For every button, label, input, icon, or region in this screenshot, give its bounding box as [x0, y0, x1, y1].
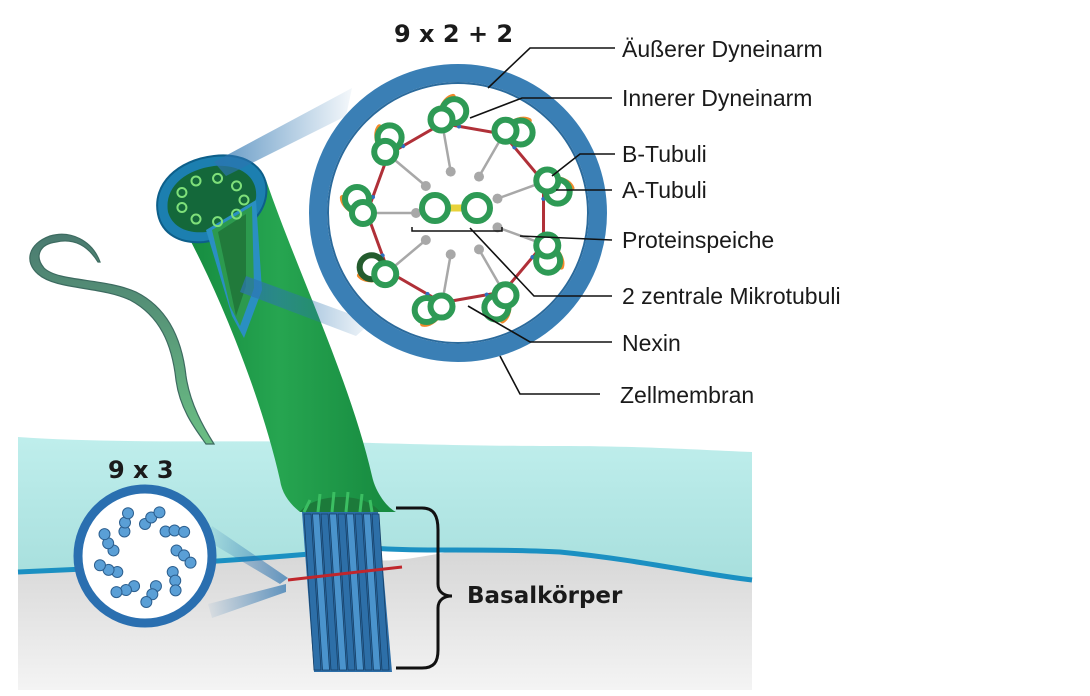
zoom-beam-bottom: [240, 276, 372, 336]
flagellum-tail: [29, 233, 216, 445]
a-tubule: [491, 116, 520, 145]
basal-microtubule: [312, 513, 330, 671]
tip-doublet: [238, 194, 250, 206]
basal-microtubule: [320, 513, 339, 671]
basal-microtubule: [303, 513, 322, 671]
zoom-beam-top: [214, 88, 352, 176]
basal-microtubule: [329, 513, 347, 671]
radial-spoke: [477, 138, 502, 178]
a-tubule: [349, 199, 377, 227]
radial-spoke: [497, 182, 539, 200]
label-b-tubuli: B-Tubuli: [622, 141, 707, 167]
radial-spoke: [392, 157, 427, 187]
triplet-tubule: [169, 584, 182, 597]
label-nexin: Nexin: [622, 330, 681, 356]
a-tubule: [427, 292, 456, 321]
triplet-tubule: [184, 556, 197, 569]
basal-microtubule: [354, 513, 373, 671]
radial-spoke: [442, 254, 452, 297]
label-inner-dynein-arm: Innerer Dyneinarm: [622, 85, 812, 111]
label-cell-membrane: Zellmembran: [620, 382, 754, 408]
basal-body-bracket: [396, 506, 453, 670]
basal-microtubule: [371, 513, 390, 671]
tip-doublet: [231, 208, 243, 220]
axoneme-cross-section: [309, 64, 607, 362]
spoke-head: [411, 208, 421, 218]
label-radial-spoke: Proteinspeiche: [622, 227, 774, 253]
spoke-head: [420, 234, 431, 245]
tip-doublet: [212, 172, 224, 184]
triplet-tubule: [93, 559, 106, 572]
label-a-tubuli: A-Tubuli: [622, 177, 707, 203]
spoke-head: [474, 244, 484, 255]
basal-cross-section: [73, 484, 217, 628]
triplet-tubule: [110, 586, 123, 599]
radial-spoke: [442, 129, 452, 172]
tip-doublet: [190, 213, 202, 225]
label-basal-body: Basalkörper: [467, 583, 623, 609]
radial-spoke: [497, 226, 539, 244]
flagellum-cut-tip: [156, 154, 268, 338]
radial-spoke: [477, 248, 502, 288]
triplet-tubule: [122, 507, 135, 520]
tip-doublet: [176, 202, 188, 214]
triplet-tubule: [153, 506, 166, 519]
zoom-beam-basal-top: [206, 526, 288, 584]
tip-doublet: [176, 186, 188, 198]
label-outer-dynein-arm: Äußerer Dyneinarm: [622, 36, 823, 62]
spoke-head: [445, 166, 456, 177]
spoke-head: [420, 181, 431, 192]
triplet-tubule: [140, 595, 153, 608]
tip-doublet: [212, 216, 224, 228]
basal-body: [300, 491, 392, 672]
zoom-beam-basal-bottom: [208, 584, 286, 618]
tip-doublet: [231, 180, 243, 192]
a-tubule: [371, 260, 400, 289]
radial-spoke: [392, 239, 427, 269]
leader-lines: [467, 47, 615, 395]
tip-doublets: [176, 172, 250, 228]
spoke-head: [445, 249, 456, 260]
label-central-pair: 2 zentrale Mikrotubuli: [622, 283, 841, 309]
axoneme-heading: 9 x 2 + 2: [394, 20, 513, 48]
basal-microtubule: [346, 513, 364, 671]
a-tubule: [491, 281, 520, 310]
a-tubule: [427, 105, 456, 134]
spoke-head: [474, 171, 484, 182]
cross-section-line: [287, 565, 403, 582]
triplet-tubule: [178, 525, 191, 538]
spoke-head: [492, 222, 503, 233]
basal-microtubule: [337, 513, 356, 671]
a-tubule: [533, 231, 562, 260]
tip-doublet: [190, 175, 202, 187]
basal-microtubule: [363, 513, 381, 671]
spoke-head: [492, 193, 503, 204]
triplet-tubule: [98, 528, 111, 541]
basal-heading: 9 x 3: [108, 456, 174, 484]
a-tubule: [371, 137, 400, 166]
